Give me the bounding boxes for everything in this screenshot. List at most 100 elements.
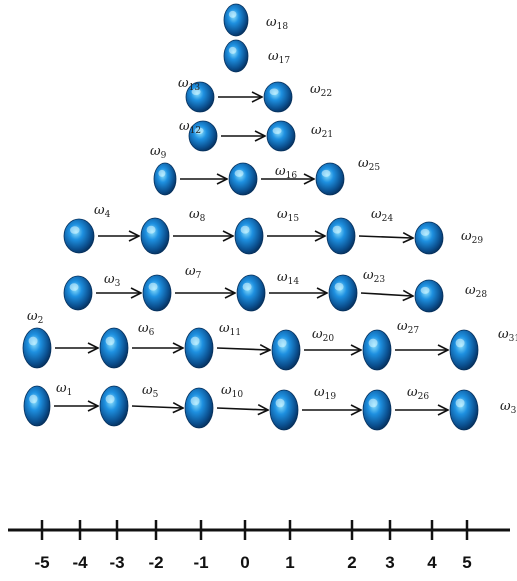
label-w15: ω15 — [277, 207, 299, 224]
ball-highlight — [70, 226, 80, 234]
ball-highlight — [242, 282, 252, 291]
ball-highlight — [420, 228, 430, 236]
node-w29: ω29 — [414, 221, 483, 255]
ball-w22 — [263, 81, 293, 113]
ball-highlight — [191, 88, 201, 96]
label-w10: ω10 — [221, 383, 243, 400]
node-w31: ω31 — [449, 327, 517, 371]
ball-w28 — [414, 279, 444, 313]
node-w16: ω16 — [228, 162, 297, 196]
ball-w11 — [184, 327, 214, 369]
axis-tick-label: -5 — [34, 553, 49, 572]
ball-highlight — [368, 338, 378, 348]
ball-w3 — [63, 275, 93, 311]
node-w1: ω1 — [23, 381, 72, 427]
label-w6: ω6 — [138, 321, 155, 338]
label-w3: ω3 — [104, 272, 121, 289]
node-w21: ω21 — [266, 120, 333, 152]
ball-highlight — [148, 282, 158, 291]
ball-highlight — [334, 282, 344, 291]
label-w27: ω27 — [397, 319, 419, 336]
ball-highlight — [158, 169, 166, 177]
node-w27: ω27 — [362, 319, 419, 371]
label-w14: ω14 — [277, 270, 299, 287]
node-w25: ω25 — [315, 156, 380, 196]
axis-tick-label: -3 — [109, 553, 124, 572]
label-w18: ω18 — [266, 15, 288, 32]
label-w11: ω11 — [219, 321, 241, 338]
label-w31: ω31 — [498, 327, 517, 344]
label-w19: ω19 — [314, 385, 336, 402]
node-w19: ω19 — [269, 385, 336, 431]
ball-w15 — [234, 217, 264, 255]
ball-highlight — [234, 169, 244, 177]
ball-w23 — [328, 274, 358, 312]
node-w28: ω28 — [414, 279, 487, 313]
ball-highlight — [277, 338, 287, 348]
node-w12: ω12 — [179, 119, 218, 152]
ball-highlight — [105, 336, 115, 346]
label-w17: ω17 — [268, 49, 290, 66]
ball-highlight — [29, 394, 38, 404]
ball-highlight — [146, 225, 156, 234]
ball-highlight — [190, 396, 200, 406]
ball-highlight — [455, 398, 465, 408]
node-w4: ω4 — [63, 203, 111, 254]
axis-tick-label: 1 — [285, 553, 294, 572]
label-w8: ω8 — [189, 207, 206, 224]
label-w23: ω23 — [363, 268, 385, 285]
ball-highlight — [269, 88, 279, 96]
node-w8: ω8 — [140, 207, 206, 255]
label-w13: ω13 — [178, 76, 200, 93]
ball-w14 — [236, 274, 266, 312]
node-w3: ω3 — [63, 272, 121, 311]
ball-highlight — [194, 127, 204, 135]
node-w11: ω11 — [184, 321, 241, 369]
ball-w16 — [228, 162, 258, 196]
ball-w4 — [63, 218, 95, 254]
ball-w6 — [99, 327, 129, 369]
label-w16: ω16 — [275, 164, 297, 181]
ball-highlight — [420, 286, 430, 294]
ball-w21 — [266, 120, 296, 152]
label-w4: ω4 — [94, 203, 111, 220]
arrows-layer — [54, 97, 447, 410]
node-w22: ω22 — [263, 81, 332, 113]
node-w6: ω6 — [99, 321, 155, 369]
ball-highlight — [105, 394, 115, 404]
ball-highlight — [240, 225, 250, 234]
ball-w18 — [223, 3, 249, 37]
ball-w7 — [142, 274, 172, 312]
label-w28: ω28 — [465, 283, 487, 300]
ball-w1 — [23, 385, 51, 427]
node-w13: ω13 — [178, 76, 215, 113]
label-w30: ω30 — [500, 399, 517, 416]
ball-highlight — [272, 127, 282, 135]
ball-highlight — [275, 398, 285, 408]
label-w24: ω24 — [371, 207, 393, 224]
ball-w10 — [184, 387, 214, 429]
node-w20: ω20 — [271, 327, 334, 371]
ball-w31 — [449, 329, 479, 371]
label-w12: ω12 — [179, 119, 201, 136]
node-w24: ω24 — [326, 207, 393, 255]
ball-w5 — [99, 385, 129, 427]
axis-tick-label: -2 — [148, 553, 163, 572]
label-w2: ω2 — [27, 309, 43, 326]
axis-tick-label: -4 — [72, 553, 88, 572]
arrow-w23-to-w28 — [360, 293, 412, 296]
ball-w27 — [362, 329, 392, 371]
node-w18: ω18 — [223, 3, 288, 37]
label-w1: ω1 — [56, 381, 72, 398]
label-w7: ω7 — [185, 264, 202, 281]
axis-tick-label: 2 — [347, 553, 356, 572]
ball-highlight — [69, 283, 79, 291]
ball-highlight — [332, 225, 342, 234]
ball-w29 — [414, 221, 444, 255]
node-w9: ω9 — [150, 144, 177, 196]
axis-tick-label: 4 — [427, 553, 437, 572]
label-w9: ω9 — [150, 144, 167, 161]
node-w26: ω26 — [362, 385, 429, 431]
arrow-w24-to-w29 — [358, 236, 412, 238]
